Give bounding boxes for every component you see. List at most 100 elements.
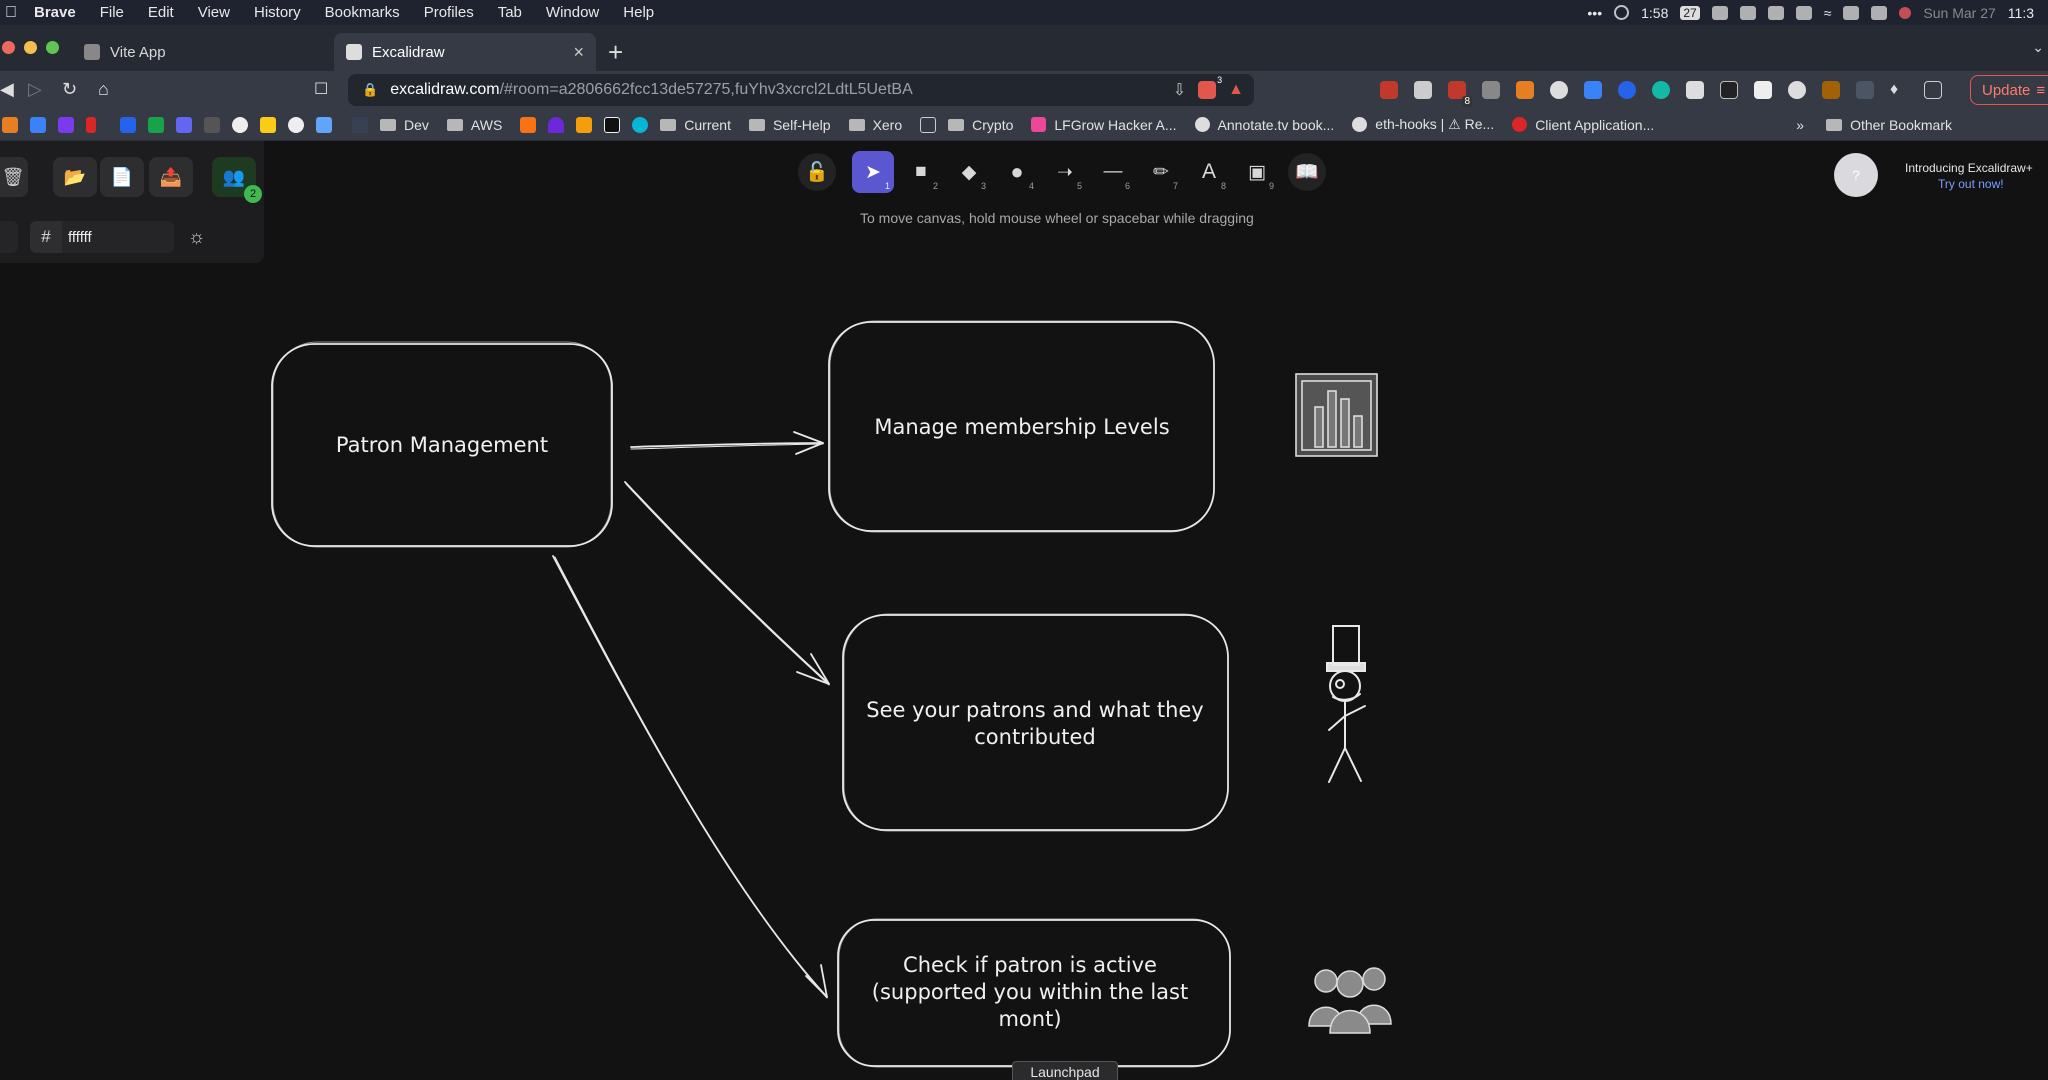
bookmark-folder-current[interactable]: Current [660, 117, 731, 133]
siri-icon[interactable] [1899, 6, 1912, 19]
tab-excalidraw[interactable]: Excalidraw × [334, 33, 596, 71]
shield-icon[interactable] [1795, 5, 1812, 20]
apple-icon[interactable]:  [0, 4, 22, 22]
cloud-favicon-icon[interactable] [352, 116, 368, 133]
bookmark-lfgrow[interactable]: LFGrow Hacker A... [1031, 117, 1177, 133]
tool-selection-button[interactable]: ➤1 [852, 151, 894, 193]
zoom-window-button[interactable] [46, 41, 59, 54]
tab-manager-extension-icon[interactable] [1686, 81, 1704, 99]
github-icon[interactable] [232, 116, 248, 133]
todoist-extension-icon[interactable]: 8 [1448, 81, 1472, 107]
checkmark-favicon-icon[interactable] [148, 116, 164, 133]
tool-rectangle-button[interactable]: ■2 [900, 151, 942, 193]
export-image-button[interactable]: 📤 [149, 157, 193, 197]
see-patrons-box[interactable] [842, 614, 1229, 831]
bookmark-eth-hooks[interactable]: eth-hooks | ⚠ Re... [1352, 116, 1494, 133]
library-button[interactable]: 📖 [1288, 153, 1326, 191]
address-bar[interactable]: 🔒 excalidraw.com /#room=a2806662fcc13de5… [348, 74, 1254, 106]
open-button[interactable]: 📂 [53, 157, 97, 197]
bluetooth-icon[interactable] [1711, 5, 1728, 20]
medium-extension-icon[interactable] [1720, 81, 1738, 99]
bookmark-favicon-icon[interactable] [176, 116, 192, 133]
calendar-badge[interactable]: 27 [1680, 5, 1700, 20]
new-tab-button[interactable]: + [608, 37, 624, 67]
bookmark-favicon-icon[interactable] [576, 116, 593, 133]
battery-icon[interactable] [1739, 5, 1756, 20]
arrow-to-levels[interactable] [630, 431, 824, 455]
gmail-extension-icon[interactable] [1380, 81, 1398, 99]
live-collaboration-button[interactable]: 👥 2 [212, 157, 262, 203]
puzzle-icon[interactable]: ♦ [1890, 81, 1899, 98]
github-icon[interactable] [288, 116, 304, 133]
devtools-extension-icon[interactable] [1584, 81, 1602, 99]
excalidraw-canvas[interactable]: Patron Management Manage membership Leve… [0, 141, 2048, 1080]
chart-icon[interactable] [1295, 373, 1378, 457]
menu-view[interactable]: View [197, 4, 230, 21]
reload-icon[interactable]: ↻ [62, 79, 78, 99]
chevron-down-icon[interactable]: ⌄ [2032, 39, 2044, 55]
menu-tab[interactable]: Tab [497, 4, 522, 21]
menu-edit[interactable]: Edit [147, 4, 174, 21]
bookmark-client-application[interactable]: Client Application... [1512, 117, 1654, 133]
tab-vite-app[interactable]: Vite App [72, 33, 328, 71]
grammarly-extension-icon[interactable] [1550, 81, 1568, 99]
treasure-extension-icon[interactable] [1822, 81, 1840, 99]
sun-icon[interactable]: ☼ [188, 227, 206, 248]
bookmark-folder-xero[interactable]: Xero [848, 117, 902, 133]
readwise-extension-icon[interactable] [1754, 81, 1772, 99]
bookmark-folder-aws[interactable]: AWS [446, 117, 502, 133]
wifi-icon[interactable]: ≈ [1823, 4, 1832, 21]
bookmark-annotate[interactable]: Annotate.tv book... [1194, 117, 1334, 133]
clear-canvas-button[interactable]: 🗑 [0, 157, 28, 197]
bookmark-folder-other[interactable]: Other Bookmark [1826, 117, 1952, 133]
coinbase-extension-icon[interactable] [1618, 81, 1636, 99]
bookmark-icon[interactable]: ☐ [314, 81, 329, 98]
menu-history[interactable]: History [253, 4, 301, 21]
top-hat-person-icon[interactable] [1326, 625, 1366, 783]
bookmark-folder-self-help[interactable]: Self-Help [748, 117, 831, 133]
collaborator-avatar[interactable]: ? [1834, 153, 1878, 197]
bookmark-favicon-icon[interactable] [204, 116, 220, 133]
color-swatch-stub[interactable] [0, 221, 18, 253]
control-center-icon[interactable] [1843, 5, 1860, 20]
menu-file[interactable]: File [99, 4, 124, 21]
wallet-icon[interactable] [1924, 81, 1942, 99]
bookmark-favicon-icon[interactable] [260, 116, 276, 133]
bookmarks-overflow-icon[interactable]: » [1796, 116, 1805, 133]
install-icon[interactable]: ⇩ [1172, 82, 1187, 99]
back-icon[interactable]: ◀ [0, 79, 14, 99]
bookmark-favicon-icon[interactable] [548, 116, 565, 133]
tool-image-button[interactable]: ▣9 [1236, 151, 1278, 193]
menu-bookmarks[interactable]: Bookmarks [324, 4, 400, 21]
cloud-extension-icon[interactable] [1788, 81, 1806, 99]
tool-lock-button[interactable]: 🔓 [798, 153, 836, 191]
close-tab-icon[interactable]: × [573, 41, 584, 62]
minimize-window-button[interactable] [24, 41, 37, 54]
bookmark-favicon-icon[interactable] [86, 116, 96, 133]
bookmark-favicon-icon[interactable] [30, 116, 46, 133]
recording-icon[interactable] [1614, 5, 1630, 20]
bookmark-folder-crypto[interactable]: Crypto [948, 117, 1013, 133]
close-window-button[interactable] [2, 41, 15, 54]
pocket-extension-icon[interactable] [1414, 81, 1432, 99]
brave-shields-icon[interactable]: 3 [1198, 75, 1222, 99]
bookmark-favicon-icon[interactable] [120, 116, 136, 133]
arrow-to-active[interactable] [552, 555, 828, 999]
brave-rewards-icon[interactable]: ▲ [1228, 81, 1244, 98]
e-extension-icon[interactable] [1856, 81, 1874, 99]
bookmark-favicon-icon[interactable] [58, 116, 74, 133]
forward-icon[interactable]: ▷ [28, 79, 42, 99]
bookmark-favicon-icon[interactable] [632, 116, 649, 133]
tool-arrow-button[interactable]: ➝5 [1044, 151, 1086, 193]
layers-icon[interactable] [1767, 5, 1784, 20]
bookmark-favicon-icon[interactable] [920, 116, 937, 133]
hunter-extension-icon[interactable] [1482, 81, 1500, 99]
tool-line-button[interactable]: —6 [1092, 151, 1134, 193]
home-icon[interactable]: ⌂ [98, 79, 109, 99]
tool-diamond-button[interactable]: ◆3 [948, 151, 990, 193]
toggle-icon[interactable] [1871, 5, 1888, 20]
menu-window[interactable]: Window [545, 4, 600, 21]
try-out-now-link[interactable]: Try out now! [1938, 177, 2004, 191]
tool-draw-button[interactable]: ✏7 [1140, 151, 1182, 193]
